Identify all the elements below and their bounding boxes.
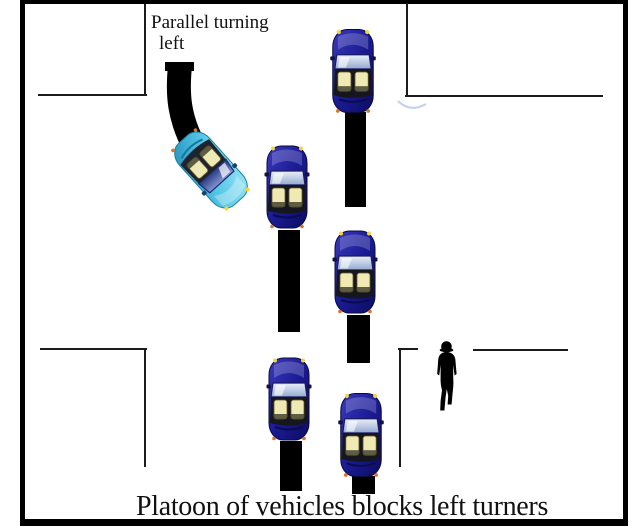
car-motion-trail xyxy=(352,476,375,494)
car-motion-trail xyxy=(347,315,370,363)
platoon-car-2 xyxy=(263,144,311,230)
platoon-car-1 xyxy=(329,28,377,114)
platoon-car-5 xyxy=(337,392,385,478)
scan-mark xyxy=(397,100,427,109)
car-motion-trail xyxy=(280,441,302,491)
turn-label-line1: Parallel turning xyxy=(151,12,269,33)
pedestrian-silhouette xyxy=(437,341,457,411)
parallel-turning-label: Parallel turning left xyxy=(151,12,269,54)
platoon-car-3 xyxy=(331,229,379,315)
pedestrian-head xyxy=(441,341,452,352)
turn-label-line2: left xyxy=(159,33,185,54)
platoon-car-4 xyxy=(265,356,313,442)
pedestrian-body xyxy=(437,352,457,411)
car-motion-trail xyxy=(345,112,366,207)
diagram-border xyxy=(20,0,628,526)
car-motion-trail xyxy=(278,230,300,332)
diagram-caption: Platoon of vehicles blocks left turners xyxy=(135,491,549,522)
